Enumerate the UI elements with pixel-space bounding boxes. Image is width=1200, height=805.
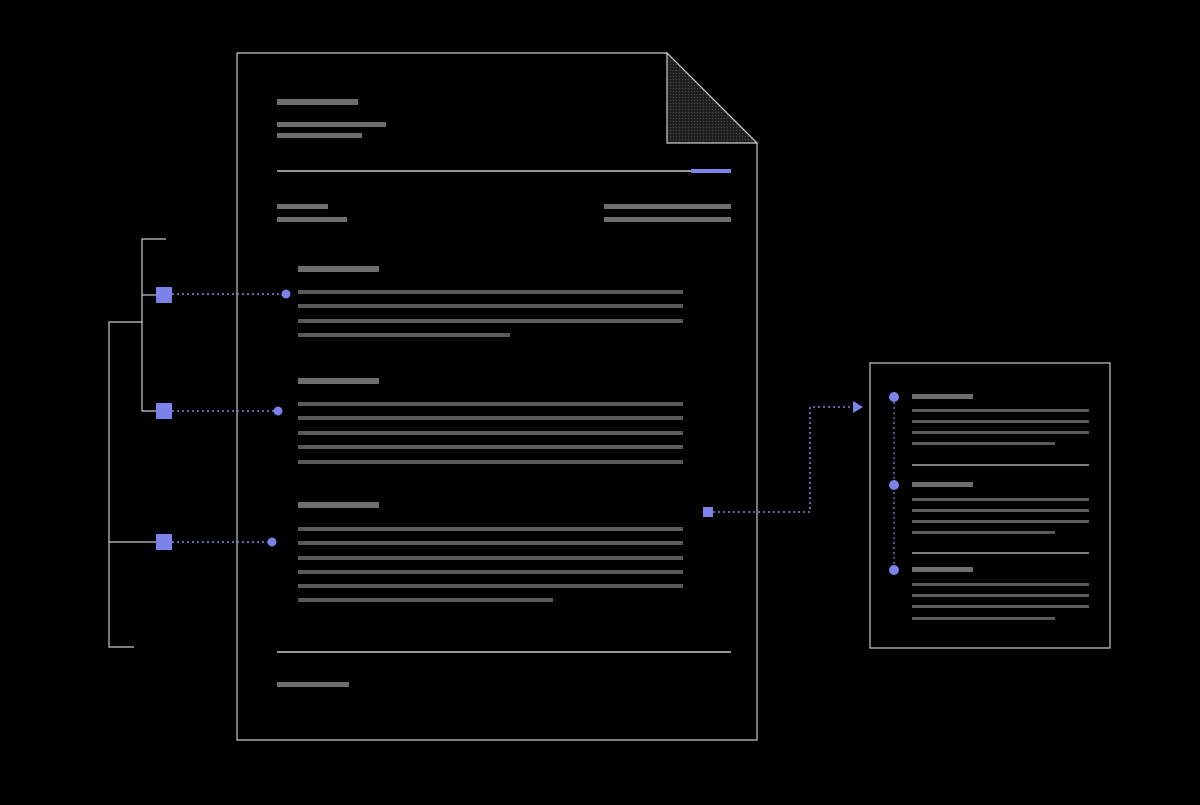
item-line [912,509,1089,512]
timeline-dot [889,392,899,402]
item-line [912,617,1055,620]
item-line [912,583,1089,586]
text-line [298,598,553,602]
text-line [298,570,683,574]
section-link-2 [156,403,283,419]
summary-link [703,401,863,517]
connector-endpoint-dot [267,537,277,547]
section-heading [298,266,379,272]
item-line [912,420,1089,423]
document-section-1 [298,266,683,337]
summary-item-3 [889,565,1089,620]
header-line [277,122,386,127]
arrow-right-icon [853,401,863,413]
hierarchy-bracket [108,238,166,648]
item-line [912,605,1089,608]
summary-document [869,362,1111,649]
document-section-3 [298,502,683,602]
item-heading [912,482,973,487]
meta-line-left [277,217,347,222]
connector-endpoint-dot [281,289,291,299]
text-line [298,290,683,294]
meta-line-left [277,204,328,209]
text-line [298,319,683,323]
meta-line-right [604,217,731,222]
item-line [912,531,1055,534]
timeline-dot [889,565,899,575]
section-heading [298,378,379,384]
item-line [912,498,1089,501]
item-line [912,520,1089,523]
section-heading [298,502,379,508]
bracket-outer [108,321,142,648]
item-line [912,442,1055,445]
section-marker-square [156,287,172,303]
main-document [236,51,759,741]
text-line [298,445,683,449]
meta-line-right [604,204,731,209]
item-line [912,594,1089,597]
header-divider-accent [691,169,731,173]
text-line [298,333,510,337]
document-footer [277,651,731,687]
bracket-upper [141,238,166,412]
text-line [298,402,683,406]
main-document-outline [236,52,758,741]
summary-item-2 [889,480,1089,534]
header-line [277,133,362,138]
section-marker-square [156,403,172,419]
footer-line [277,682,349,687]
document-meta-row [277,204,731,222]
connector-endpoint-dot [273,406,283,416]
text-line [298,584,683,588]
item-heading [912,394,973,399]
text-line [298,431,683,435]
item-line [912,409,1089,412]
timeline-dot [889,480,899,490]
summary-item-1 [889,392,1089,445]
document-section-2 [298,378,683,464]
document-header [277,99,731,173]
page-fold-corner [666,51,759,144]
text-line [298,541,683,545]
text-line [298,556,683,560]
text-line [298,527,683,531]
item-heading [912,567,973,572]
text-line [298,416,683,420]
link-source-square [703,507,713,517]
section-link-3 [156,534,277,550]
section-link-1 [156,287,291,303]
item-line [912,431,1089,434]
section-marker-square [156,534,172,550]
header-line-title [277,99,358,105]
text-line [298,460,683,464]
text-line [298,304,683,308]
